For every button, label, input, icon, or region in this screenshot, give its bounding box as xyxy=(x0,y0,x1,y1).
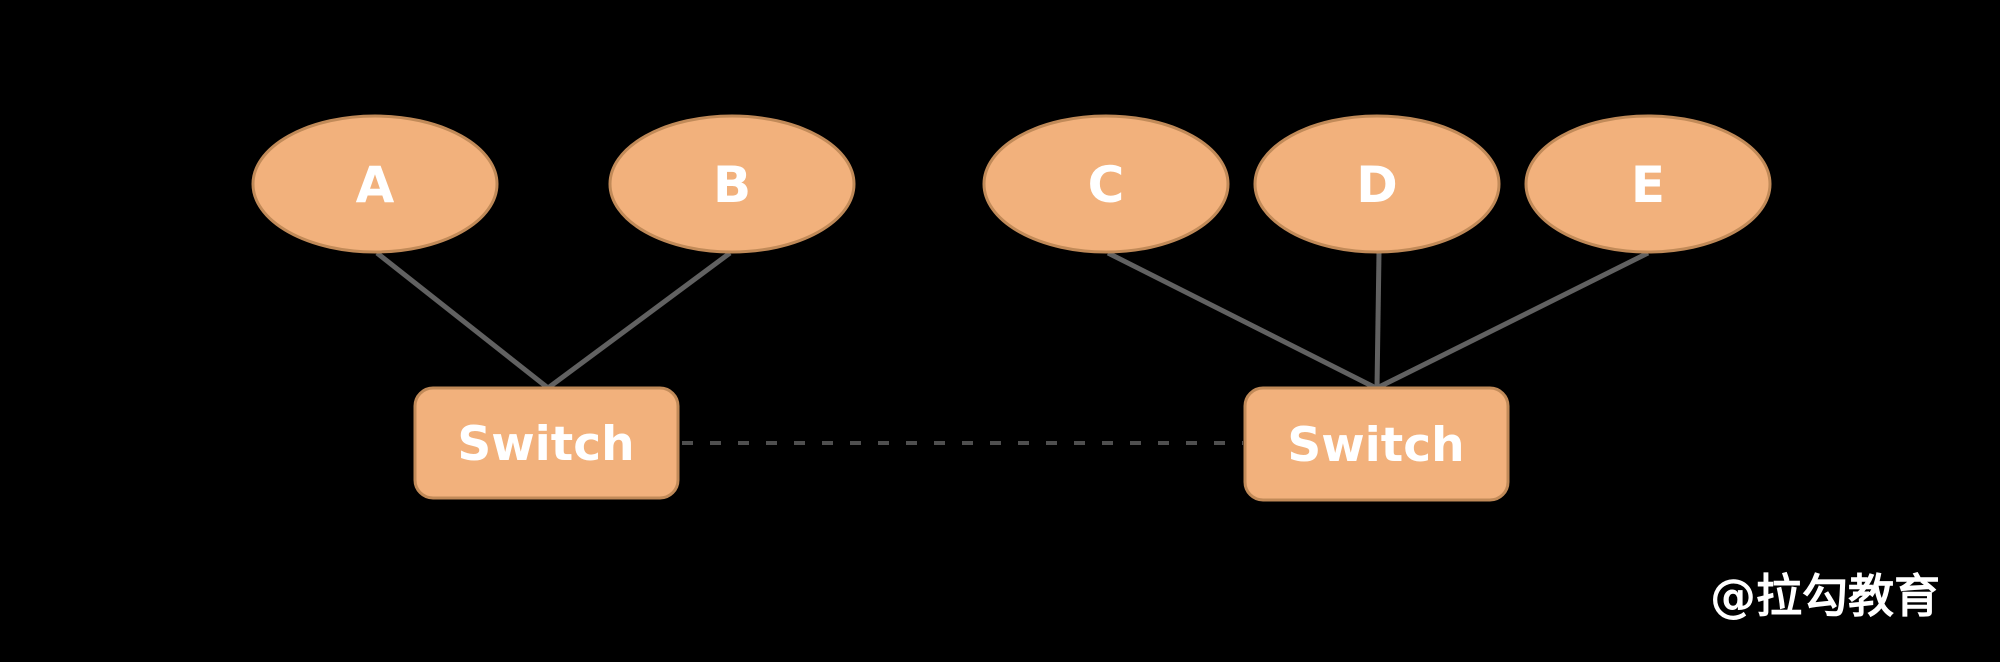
watermark: @拉勾教育 xyxy=(1710,569,1940,623)
switch-rect-left xyxy=(413,386,680,500)
switch-node-left: Switch xyxy=(413,386,680,500)
switch-label-left: Switch xyxy=(457,417,634,472)
host-label-d: D xyxy=(1356,156,1398,214)
host-ellipse-e xyxy=(1524,114,1772,254)
edge-b-switch-left xyxy=(546,250,732,391)
host-node-c: C xyxy=(982,114,1230,254)
host-label-c: C xyxy=(1088,156,1125,214)
host-ellipse-a xyxy=(251,114,499,254)
host-node-e: E xyxy=(1524,114,1772,254)
edge-e-switch-right xyxy=(1375,250,1650,391)
host-node-b: B xyxy=(608,114,856,254)
switch-rect-right xyxy=(1243,386,1510,502)
host-node-d: D xyxy=(1253,114,1501,254)
switch-node-right: Switch xyxy=(1243,386,1510,502)
host-ellipse-c xyxy=(982,114,1230,254)
host-label-e: E xyxy=(1631,156,1665,214)
edge-c-switch-right xyxy=(1106,250,1378,391)
edge-d-switch-right xyxy=(1374,252,1382,389)
host-ellipse-b xyxy=(608,114,856,254)
edge-a-switch-left xyxy=(375,251,550,390)
host-ellipse-d xyxy=(1253,114,1501,254)
host-label-a: A xyxy=(356,156,395,214)
host-label-b: B xyxy=(713,156,751,214)
host-node-a: A xyxy=(251,114,499,254)
switch-label-right: Switch xyxy=(1287,418,1464,473)
